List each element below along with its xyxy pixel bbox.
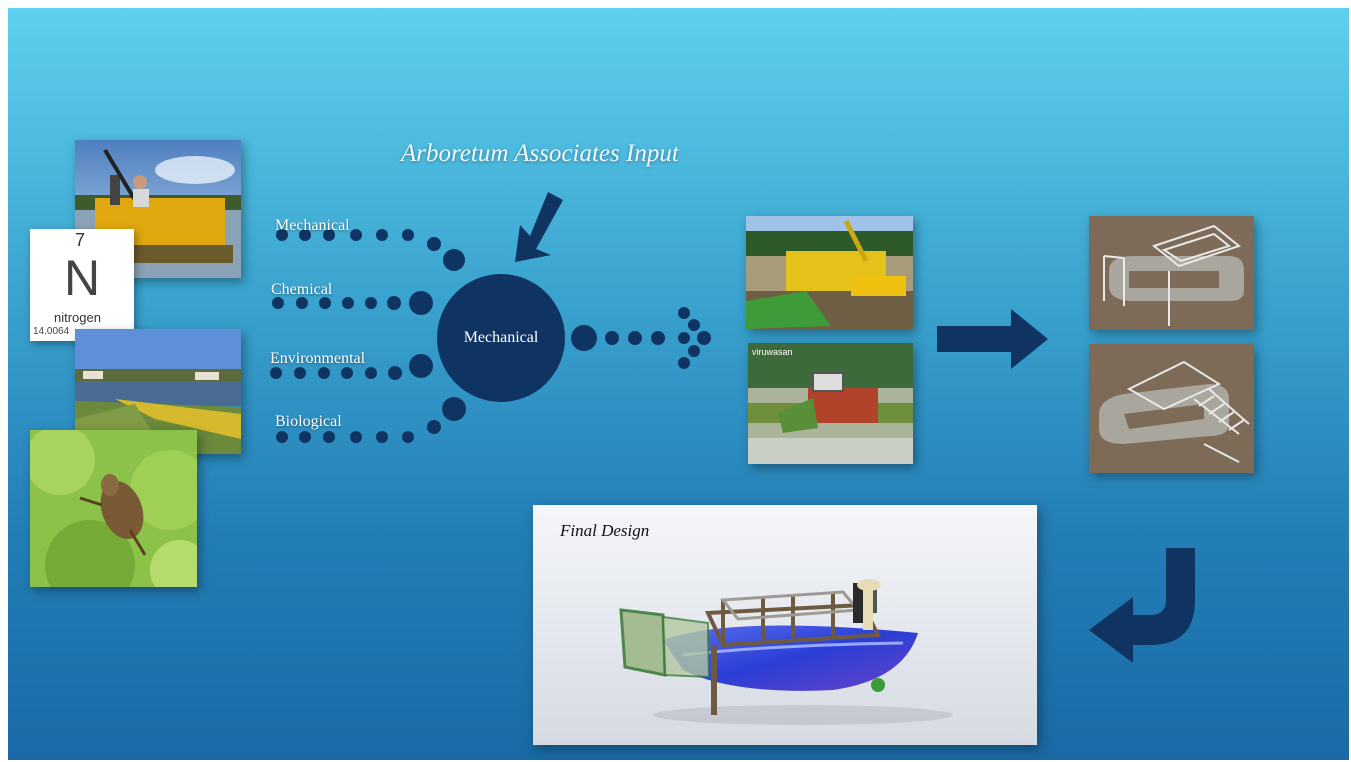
hook-arrow-icon (1089, 548, 1195, 663)
photo-yellow-harvester (746, 216, 913, 329)
hub-circle: Mechanical (437, 274, 565, 402)
category-environmental: Environmental (270, 350, 366, 367)
photo-weevil (30, 430, 197, 587)
final-design-render (619, 579, 953, 725)
dots-biological (276, 397, 466, 443)
element-symbol: N (64, 250, 101, 306)
category-biological: Biological (275, 413, 342, 430)
element-name: nitrogen (54, 310, 101, 325)
atomic-mass: 14.0064 (33, 326, 70, 337)
nitrogen-element-tile: 7 N nitrogen 14.0064 (30, 229, 134, 341)
dots-chemical (272, 291, 433, 315)
photo-cad-model-1 (1089, 216, 1254, 330)
photo-red-harvester: viruwasan (748, 343, 913, 464)
input-title: Arboretum Associates Input (401, 140, 679, 167)
final-design-panel: Final Design (533, 505, 1037, 745)
final-design-title: Final Design (560, 521, 650, 540)
dots-environmental (270, 354, 433, 380)
input-arrow-icon (515, 192, 563, 262)
dots-mechanical (276, 229, 465, 271)
dots-output (571, 307, 711, 369)
category-chemical: Chemical (271, 281, 333, 298)
photo-watermark: viruwasan (752, 347, 793, 357)
category-mechanical: Mechanical (275, 217, 350, 234)
right-arrow-icon (937, 309, 1048, 369)
hub-label: Mechanical (463, 329, 539, 346)
atomic-number: 7 (75, 230, 86, 250)
flow-graphics (270, 192, 1195, 663)
photo-cad-model-2 (1089, 344, 1254, 473)
slide: Arboretum Associates Input Mechanical Ch… (8, 8, 1349, 760)
